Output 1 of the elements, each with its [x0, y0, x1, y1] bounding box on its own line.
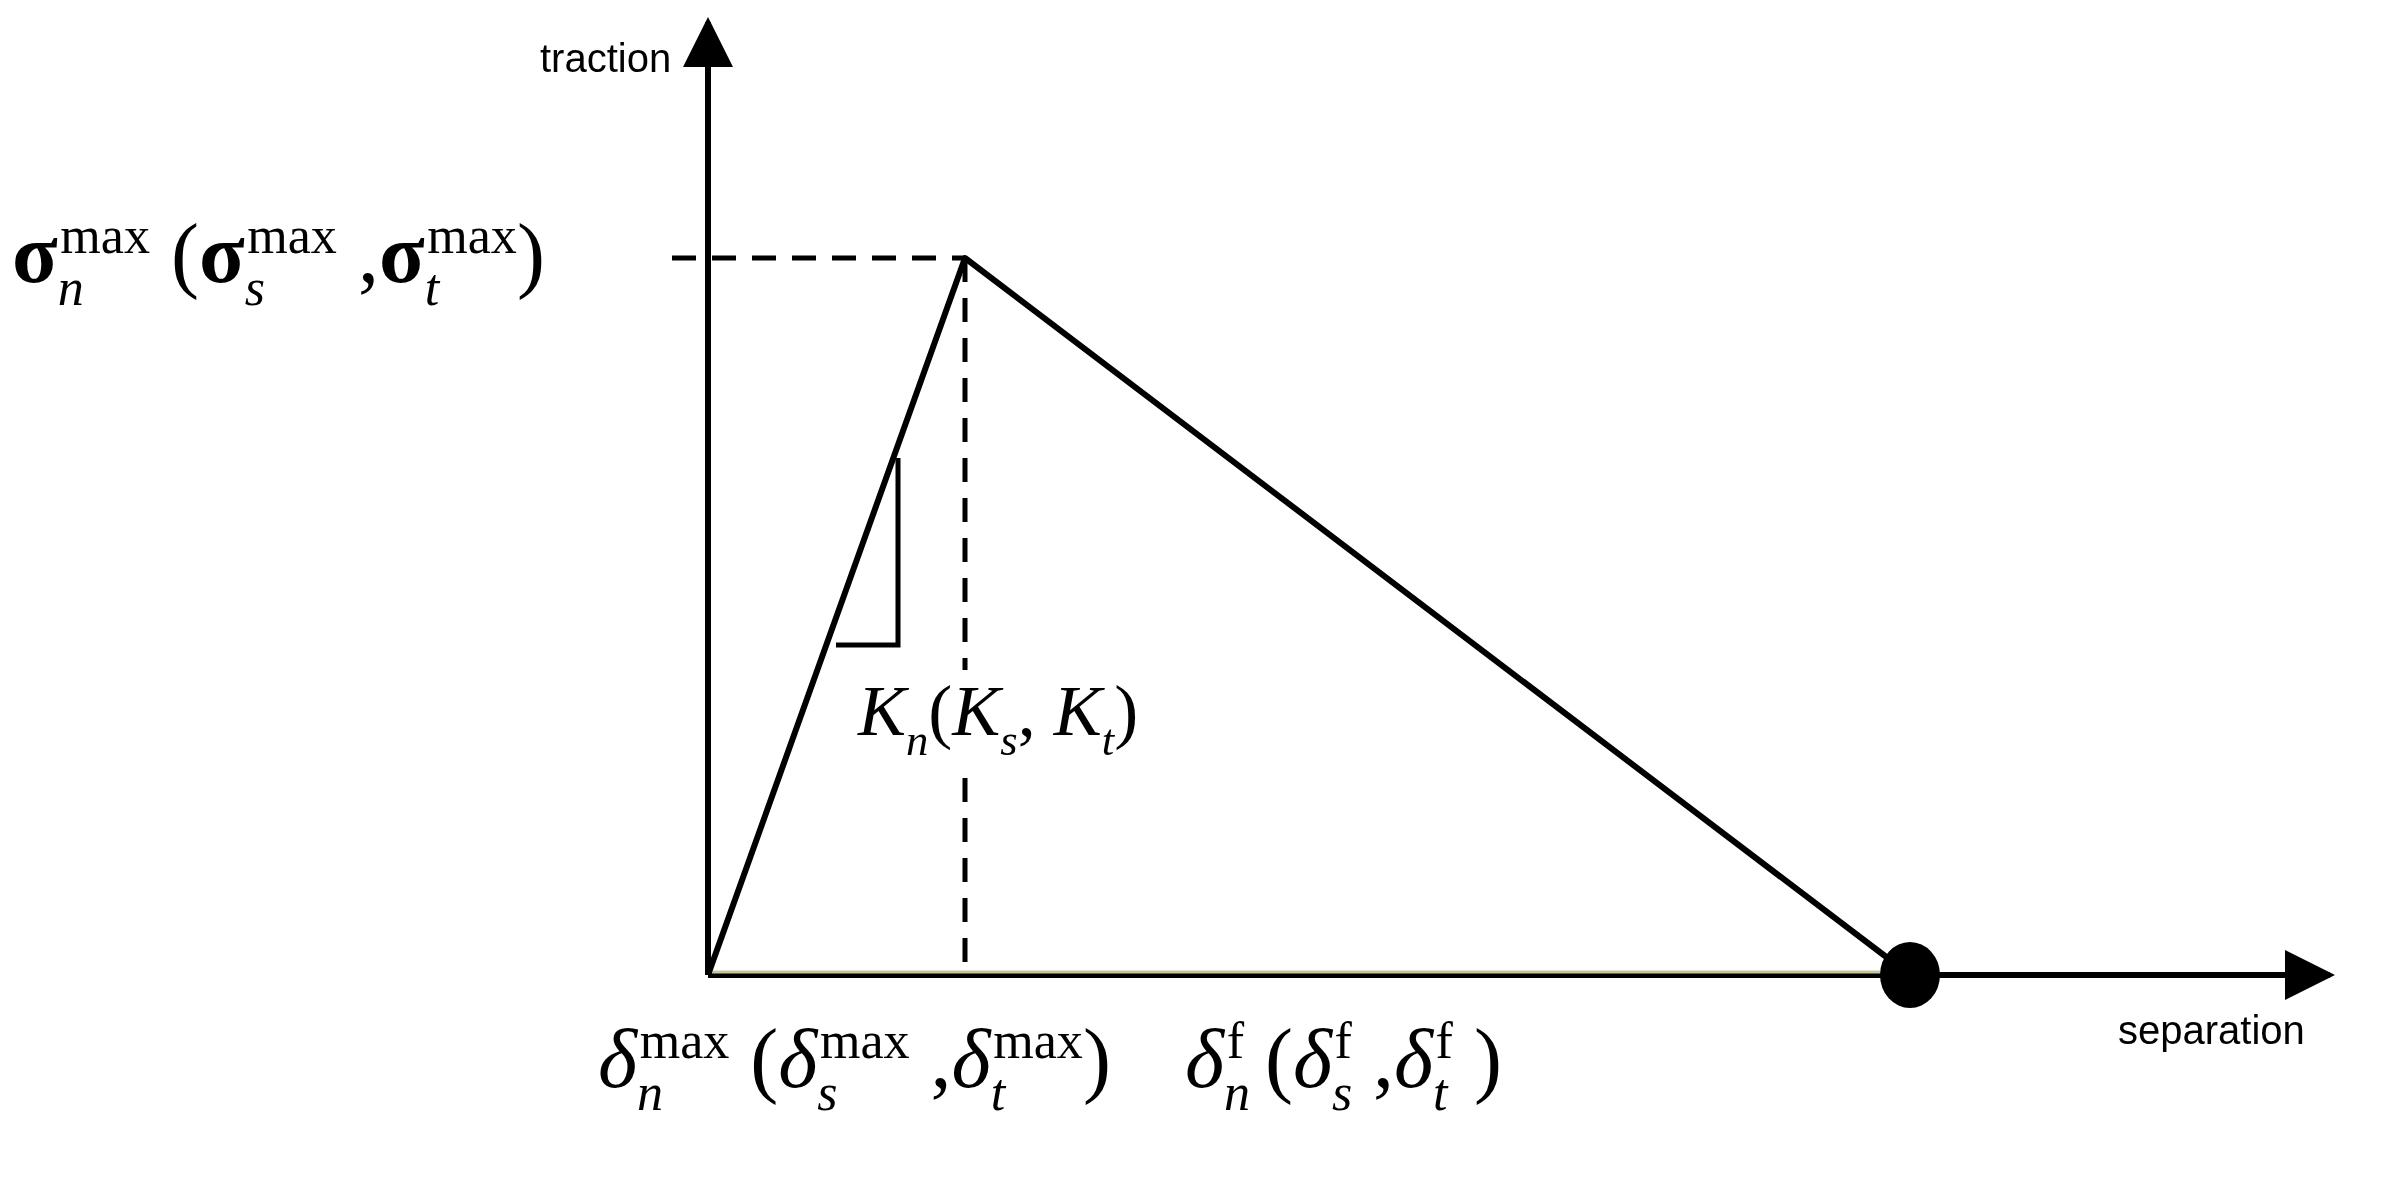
stiffness-label: K$_{n}$(K$_{s}$, K$_{t}$) [858, 670, 1139, 763]
